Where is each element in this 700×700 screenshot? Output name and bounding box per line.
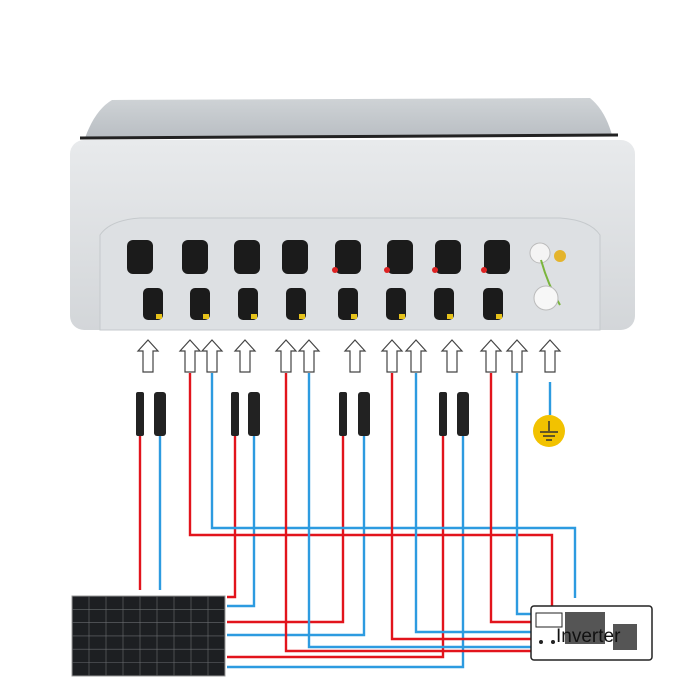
negative-wire	[227, 436, 256, 608]
positive-wire	[227, 436, 445, 659]
arrow-up-icon	[233, 339, 257, 373]
mc4-male-connector	[439, 392, 447, 436]
negative-wire	[307, 373, 531, 649]
mc4-male-socket	[143, 288, 163, 320]
mc4-male-socket	[483, 288, 503, 320]
arrow-up-icon	[505, 339, 529, 373]
mc4-female-socket	[282, 240, 308, 274]
mc4-male-socket	[286, 288, 306, 320]
arrow-up-icon	[440, 339, 464, 373]
mc4-female-connector	[358, 392, 370, 436]
mc4-female-socket	[182, 240, 208, 274]
positive-wire	[227, 436, 237, 599]
mc4-female-socket	[387, 240, 413, 274]
negative-wire	[210, 373, 577, 598]
arrow-up-icon	[178, 339, 202, 373]
cable-gland	[529, 242, 566, 311]
positive-wire	[227, 436, 345, 624]
inverter-label: Inverter	[556, 626, 621, 647]
positive-wire	[188, 373, 554, 606]
inverter-device	[530, 605, 653, 661]
ground-icon	[533, 415, 565, 447]
positive-wire	[284, 373, 531, 653]
arrow-up-icon	[479, 339, 503, 373]
mc4-female-connector	[457, 392, 469, 436]
negative-wire	[515, 373, 531, 616]
mc4-female-socket	[234, 240, 260, 274]
mc4-male-socket	[338, 288, 358, 320]
mc4-female-socket	[127, 240, 153, 274]
arrow-up-icon	[538, 339, 562, 373]
negative-wire	[414, 373, 531, 634]
combiner-box	[70, 98, 635, 331]
mc4-female-socket	[435, 240, 461, 274]
mc4-male-connector	[136, 392, 144, 436]
mc4-female-socket	[335, 240, 361, 274]
solar-panel	[71, 595, 226, 677]
mc4-male-socket	[434, 288, 454, 320]
arrow-up-icon	[343, 339, 367, 373]
negative-wire	[227, 436, 465, 669]
negative-wire	[227, 436, 366, 637]
arrow-up-icon	[297, 339, 321, 373]
positive-wire	[390, 373, 531, 641]
arrow-up-icon	[404, 339, 428, 373]
arrow-up-icon	[136, 339, 160, 373]
positive-wire	[489, 373, 531, 624]
vent-plug	[533, 285, 559, 311]
mc4-male-socket	[190, 288, 210, 320]
mc4-female-connector	[154, 392, 166, 436]
arrow-up-icon	[200, 339, 224, 373]
arrow-up-icon	[274, 339, 298, 373]
mc4-male-socket	[386, 288, 406, 320]
mc4-male-connector	[231, 392, 239, 436]
mc4-male-connector	[339, 392, 347, 436]
mc4-female-connector	[248, 392, 260, 436]
arrow-up-icon	[380, 339, 404, 373]
mc4-female-socket	[484, 240, 510, 274]
mc4-male-socket	[238, 288, 258, 320]
